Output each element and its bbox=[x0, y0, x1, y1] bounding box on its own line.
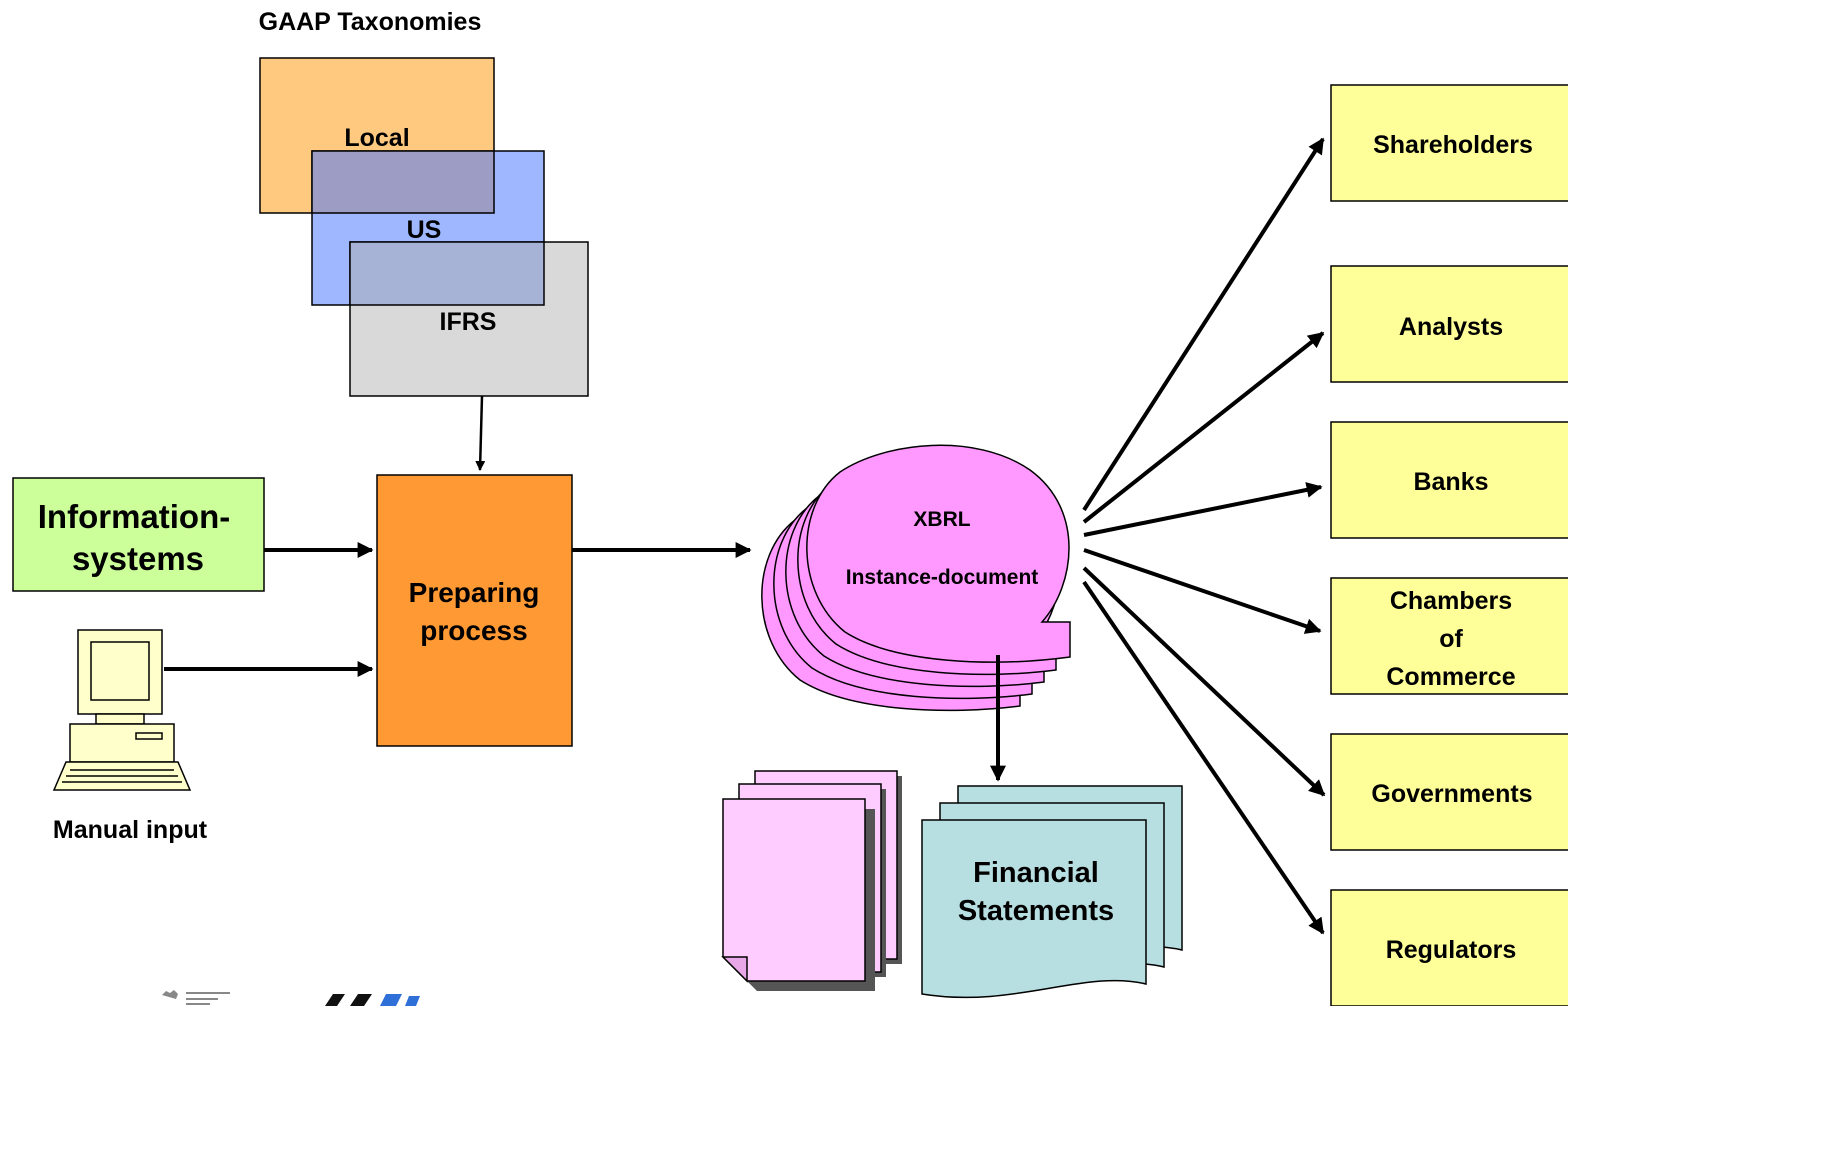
information-systems-label-1: Information- bbox=[38, 498, 230, 535]
local-us-overlap bbox=[311, 150, 495, 214]
distribution-arrows bbox=[1082, 137, 1326, 935]
xbrl-instance-stack bbox=[761, 444, 1071, 712]
local-taxonomy-label: Local bbox=[344, 124, 409, 152]
pink-document-stack bbox=[721, 770, 902, 991]
arrow-to-banks bbox=[1083, 482, 1323, 537]
ifrs-taxonomy-label: IFRS bbox=[440, 308, 497, 336]
shareholders-box bbox=[1330, 84, 1577, 202]
taxonomies-title: GAAP Taxonomies bbox=[259, 8, 482, 36]
chambers-label-2: of bbox=[1439, 625, 1463, 653]
arrow-to-shareholders bbox=[1082, 137, 1325, 512]
xbrl-instance-front bbox=[806, 444, 1071, 663]
chambers-label-3: Commerce bbox=[1386, 663, 1515, 691]
xbrl-logo bbox=[325, 994, 420, 1006]
computer-icon bbox=[52, 629, 192, 791]
xbrl-flow-diagram: GAAP Taxonomies Local US IFRS Informatio… bbox=[12, 8, 1577, 1007]
regulators-box bbox=[1330, 889, 1577, 1007]
chambers-label-1: Chambers bbox=[1390, 587, 1512, 615]
arrow-to-regulators bbox=[1082, 580, 1325, 935]
governments-box bbox=[1330, 733, 1577, 851]
financial-statements-front bbox=[921, 819, 1147, 999]
arrow-to-chambers bbox=[1083, 548, 1322, 634]
manual-input-label: Manual input bbox=[53, 816, 208, 844]
information-systems-box bbox=[12, 477, 265, 592]
preparing-process-label-1: Preparing bbox=[409, 577, 540, 608]
us-ifrs-overlap bbox=[349, 241, 545, 306]
chambers-of-commerce-box bbox=[1330, 577, 1577, 695]
information-systems-label-2: systems bbox=[72, 540, 204, 577]
analysts-label: Analysts bbox=[1399, 313, 1503, 341]
arrow-to-governments bbox=[1082, 566, 1326, 797]
arrow-taxonomy-to-process bbox=[475, 395, 486, 471]
banks-box bbox=[1330, 421, 1577, 539]
arrow-to-analysts bbox=[1082, 331, 1325, 524]
regulators-label: Regulators bbox=[1386, 936, 1517, 964]
xbrl-label: XBRL bbox=[913, 508, 970, 531]
shareholders-label: Shareholders bbox=[1373, 131, 1533, 159]
us-taxonomy-label: US bbox=[407, 216, 442, 244]
financial-statements-stack bbox=[921, 785, 1183, 999]
financial-statements-label-1: Financial bbox=[973, 857, 1099, 889]
banks-label: Banks bbox=[1413, 468, 1488, 496]
government-crest-logo bbox=[162, 990, 230, 1005]
preparing-process-box bbox=[376, 474, 573, 747]
analysts-box bbox=[1330, 265, 1577, 383]
preparing-process-label-2: process bbox=[420, 615, 527, 646]
governments-label: Governments bbox=[1371, 780, 1532, 808]
financial-statements-label-2: Statements bbox=[958, 895, 1114, 927]
diagram-canvas: GAAP Taxonomies Local US IFRS Informatio… bbox=[12, 8, 1577, 1007]
instance-document-label: Instance-document bbox=[846, 566, 1039, 589]
